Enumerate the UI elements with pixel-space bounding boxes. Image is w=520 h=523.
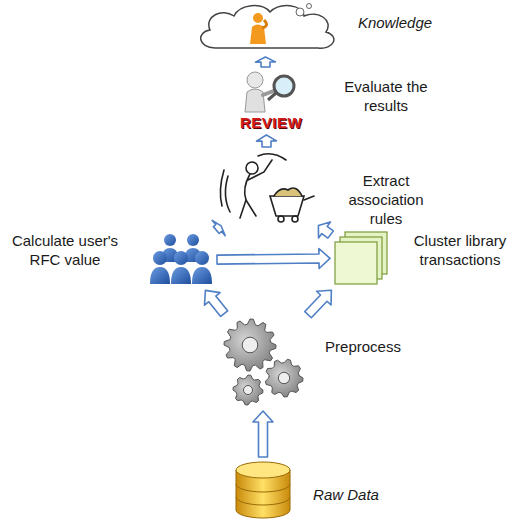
preprocess-node: Preprocess — [220, 316, 306, 408]
node-label: Knowledge — [345, 14, 445, 33]
flow-arrow — [318, 222, 333, 238]
node-label: Raw Data — [306, 486, 386, 505]
people-group — [150, 234, 212, 284]
cluster-node: Cluster library transactions — [333, 228, 391, 288]
calculate-node: Calculate user's RFC value — [148, 232, 214, 288]
gear — [224, 319, 276, 371]
flow-arrow — [305, 290, 332, 318]
flow-arrow — [217, 248, 330, 268]
node-label: Calculate user's RFC value — [4, 232, 126, 270]
flow-arrow — [253, 411, 273, 457]
node-label: Evaluate the results — [336, 78, 436, 116]
gear-cluster — [224, 319, 303, 405]
node-label: Extract association rules — [336, 172, 436, 228]
review-figure — [245, 72, 294, 112]
rawdata-node: Raw Data — [234, 460, 292, 520]
node-label: Preprocess — [318, 338, 408, 357]
page-stack — [335, 232, 387, 284]
flow-arrow — [212, 220, 225, 235]
node-label: Cluster library transactions — [408, 232, 512, 270]
review-banner: REVIEW — [240, 114, 302, 131]
miner-sketch — [220, 154, 314, 222]
flow-arrow — [256, 135, 276, 147]
flow-arrow — [204, 290, 227, 316]
flow-arrow — [255, 57, 275, 67]
knowledge-node: Knowledge — [195, 2, 335, 54]
knowledge-cloud — [201, 4, 334, 49]
extract-node: Extract association rules — [218, 150, 316, 224]
database-cylinder — [236, 462, 290, 518]
gear — [233, 375, 263, 405]
gear — [265, 359, 303, 397]
